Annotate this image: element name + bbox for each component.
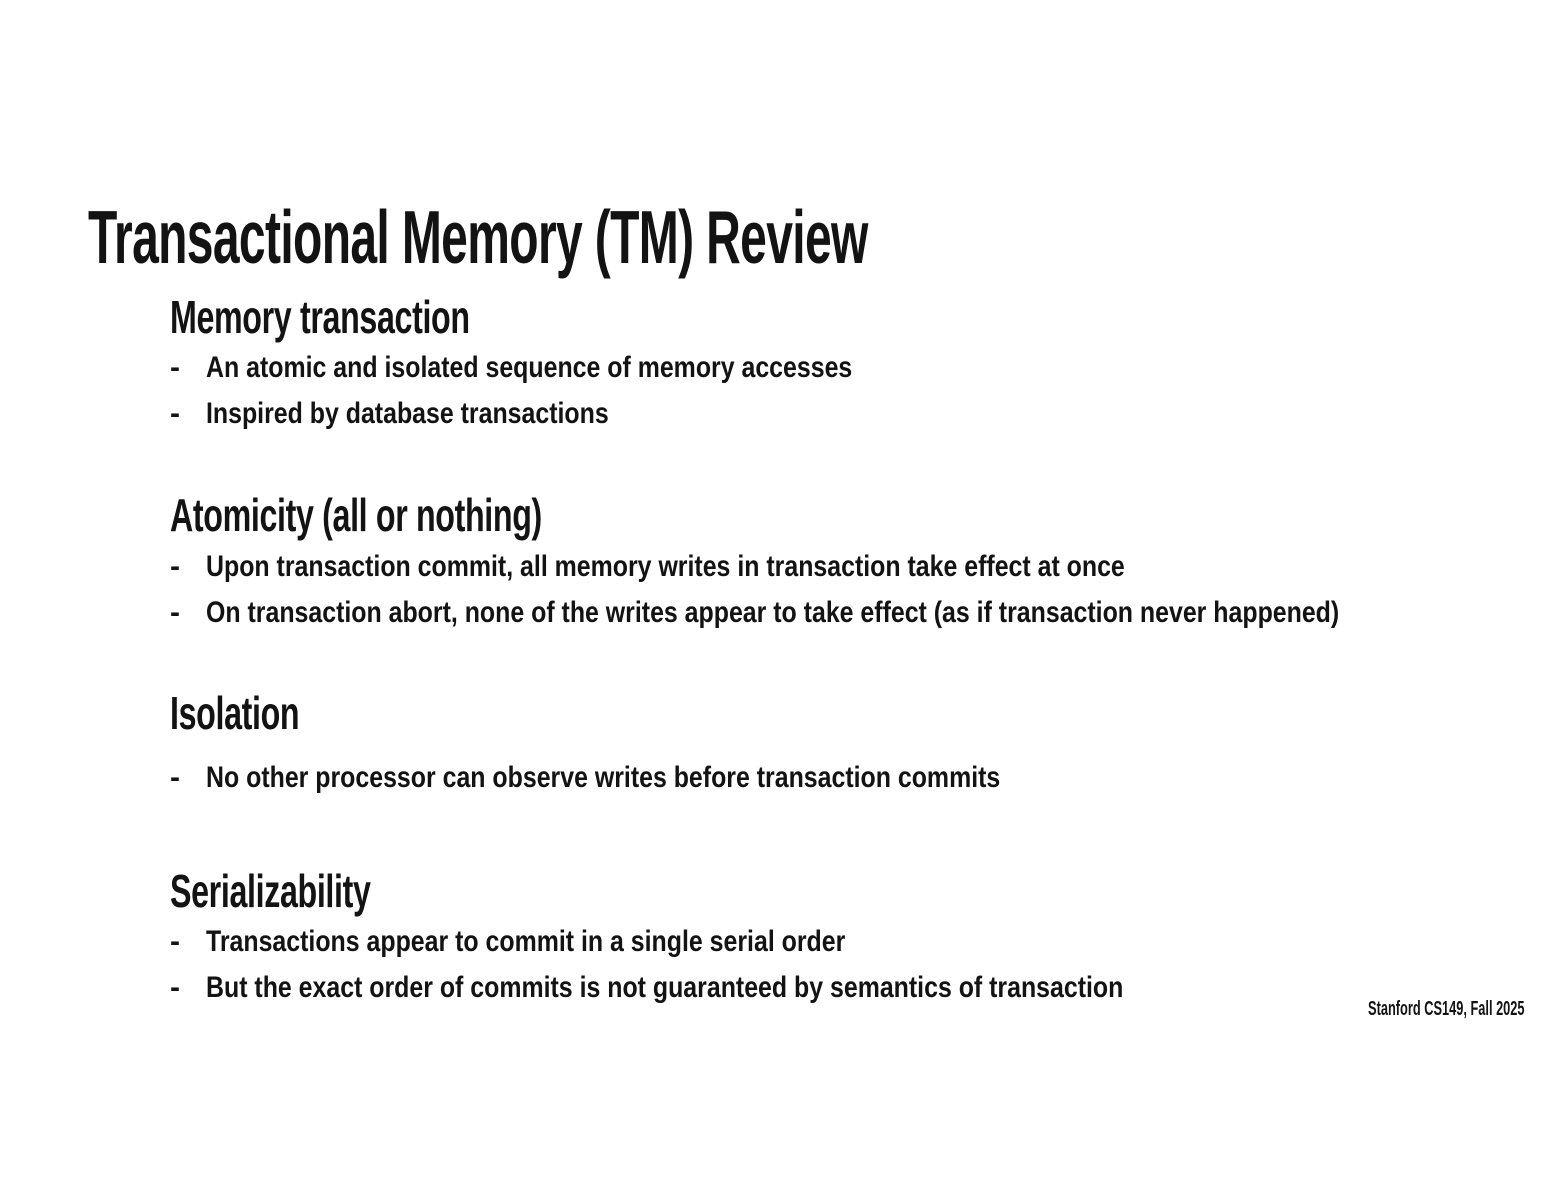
section-heading-text: Memory transaction: [170, 291, 470, 343]
bullet-dash: -: [170, 351, 180, 384]
bullet-dash: -: [170, 761, 180, 794]
bullet-text: No other processor can observe writes be…: [206, 761, 1001, 794]
section-serializability: Serializability - Transactions appear to…: [170, 868, 1311, 1011]
bullet-dash: -: [170, 925, 180, 958]
bullet-item: - An atomic and isolated sequence of mem…: [170, 345, 985, 391]
bullet-item: - On transaction abort, none of the writ…: [170, 590, 1553, 636]
section-atomicity: Atomicity (all or nothing) - Upon transa…: [170, 492, 1553, 636]
footer-credit-text: Stanford CS149, Fall 2025: [1368, 998, 1525, 1020]
bullet-list: - Upon transaction commit, all memory wr…: [170, 544, 1553, 636]
bullet-text: An atomic and isolated sequence of memor…: [206, 351, 853, 384]
bullet-text: But the exact order of commits is not gu…: [206, 971, 1124, 1004]
section-heading-text: Atomicity (all or nothing): [170, 489, 542, 541]
section-heading-text: Serializability: [170, 865, 371, 917]
bullet-text: Inspired by database transactions: [206, 397, 609, 430]
bullet-item: - No other processor can observe writes …: [170, 755, 1163, 801]
bullet-text: Transactions appear to commit in a singl…: [206, 925, 846, 958]
slide-title-text: Transactional Memory (TM) Review: [88, 195, 868, 279]
bullet-dash: -: [170, 596, 180, 629]
section-heading: Memory transaction: [170, 294, 985, 340]
bullet-item: - Upon transaction commit, all memory wr…: [170, 544, 1553, 590]
bullet-list: - An atomic and isolated sequence of mem…: [170, 345, 985, 437]
section-heading: Serializability: [170, 868, 1311, 914]
bullet-list: - No other processor can observe writes …: [170, 755, 1163, 801]
bullet-item: - But the exact order of commits is not …: [170, 965, 1311, 1011]
bullet-item: - Inspired by database transactions: [170, 391, 985, 437]
bullet-text: On transaction abort, none of the writes…: [206, 596, 1340, 629]
section-isolation: Isolation - No other processor can obser…: [170, 690, 1163, 801]
slide-title: Transactional Memory (TM) Review: [88, 200, 1306, 275]
bullet-dash: -: [170, 971, 180, 1004]
bullet-item: - Transactions appear to commit in a sin…: [170, 919, 1311, 965]
section-heading-text: Isolation: [170, 687, 300, 739]
bullet-dash: -: [170, 397, 180, 430]
section-heading: Atomicity (all or nothing): [170, 492, 1553, 538]
bullet-dash: -: [170, 550, 180, 583]
footer-credit: Stanford CS149, Fall 2025: [1280, 999, 1525, 1019]
bullet-list: - Transactions appear to commit in a sin…: [170, 919, 1311, 1011]
section-memory-transaction: Memory transaction - An atomic and isola…: [170, 294, 985, 437]
section-heading: Isolation: [170, 690, 1163, 736]
bullet-text: Upon transaction commit, all memory writ…: [206, 550, 1125, 583]
